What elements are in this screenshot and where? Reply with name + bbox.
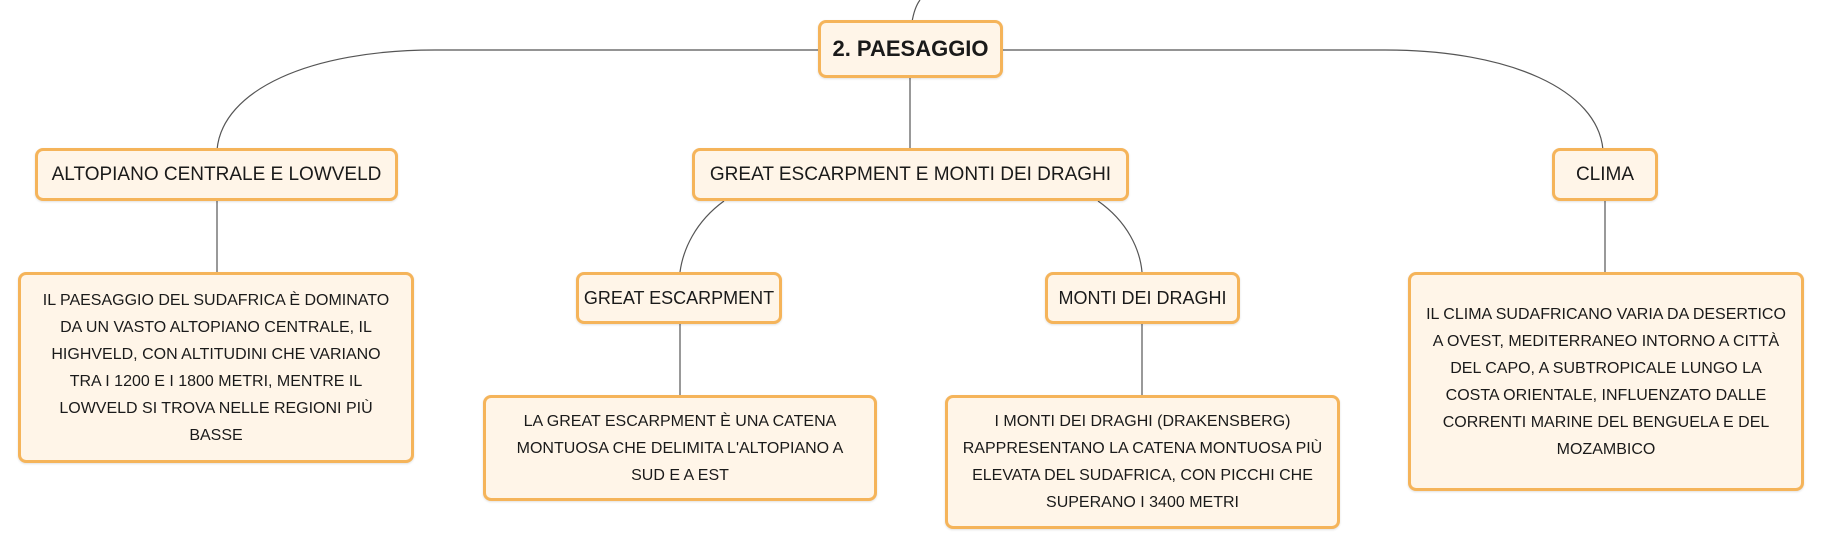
detail-clima-text: IL CLIMA SUDAFRICANO VARIA DA DESERTICO … [1426,301,1786,463]
detail-monti-draghi-text: I MONTI DEI DRAGHI (DRAKENSBERG) RAPPRES… [963,408,1322,516]
detail-line: BASSE [189,426,243,444]
detail-line: I MONTI DEI DRAGHI (DRAKENSBERG) [994,413,1291,430]
detail-line: LOWVELD SI TROVA NELLE REGIONI PIÙ [59,399,373,417]
topic-altopiano[interactable]: ALTOPIANO CENTRALE E LOWVELD [35,148,398,201]
detail-monti-draghi[interactable]: I MONTI DEI DRAGHI (DRAKENSBERG) RAPPRES… [945,395,1340,529]
detail-line: TRA I 1200 E I 1800 METRI, MENTRE IL [69,372,363,390]
topic-escarpment[interactable]: GREAT ESCARPMENT E MONTI DEI DRAGHI [692,148,1129,201]
detail-line: IL PAESAGGIO DEL SUDAFRICA È DOMINATO [42,291,390,309]
detail-altopiano[interactable]: IL PAESAGGIO DEL SUDAFRICA È DOMINATO DA… [18,272,414,463]
connector-escarpment-draghi [1097,200,1143,273]
subtopic-great-escarpment-label: GREAT ESCARPMENT [583,287,775,308]
detail-great-escarpment[interactable]: LA GREAT ESCARPMENT È UNA CATENA MONTUOS… [483,395,877,501]
detail-clima[interactable]: IL CLIMA SUDAFRICANO VARIA DA DESERTICO … [1408,272,1804,491]
topic-clima[interactable]: CLIMA [1552,148,1658,201]
detail-line: COSTA ORIENTALE, INFLUENZATO DALLE [1445,386,1767,404]
detail-line: IL CLIMA SUDAFRICANO VARIA DA DESERTICO [1426,305,1786,323]
connector-root-altopiano [216,49,818,151]
detail-line: DEL CAPO, A SUBTROPICALE LUNGO LA [1450,359,1762,377]
subtopic-monti-draghi-label: MONTI DEI DRAGHI [1058,287,1227,308]
detail-line: SUPERANO I 3400 METRI [1046,494,1239,511]
subtopic-monti-draghi[interactable]: MONTI DEI DRAGHI [1045,272,1240,324]
connector-parent-root [911,0,921,23]
connector-escarpment-great [679,200,725,273]
detail-line: ELEVATA DEL SUDAFRICA, CON PICCHI CHE [972,467,1313,484]
detail-altopiano-text: IL PAESAGGIO DEL SUDAFRICA È DOMINATO DA… [43,287,389,449]
root-title: 2. PAESAGGIO [832,36,989,61]
connector-root-clima [1003,49,1604,151]
subtopic-great-escarpment[interactable]: GREAT ESCARPMENT [576,272,782,324]
detail-line: RAPPRESENTANO LA CATENA MONTUOSA PIÙ [962,440,1323,457]
detail-line: CORRENTI MARINE DEL BENGUELA E DEL [1442,413,1770,431]
topic-clima-label: CLIMA [1575,163,1635,185]
root-node[interactable]: 2. PAESAGGIO [818,20,1003,78]
detail-line: LA GREAT ESCARPMENT È UNA CATENA [523,412,837,430]
detail-great-escarpment-text: LA GREAT ESCARPMENT È UNA CATENA MONTUOS… [517,408,844,489]
topic-altopiano-label: ALTOPIANO CENTRALE E LOWVELD [51,163,382,185]
detail-line: A OVEST, MEDITERRANEO INTORNO A CITTÀ [1432,332,1780,350]
detail-line: SUD E A EST [631,466,729,484]
detail-line: DA UN VASTO ALTOPIANO CENTRALE, IL [60,318,372,336]
topic-escarpment-label: GREAT ESCARPMENT E MONTI DEI DRAGHI [709,163,1112,185]
detail-line: MOZAMBICO [1556,440,1656,458]
detail-line: HIGHVELD, CON ALTITUDINI CHE VARIANO [51,345,381,363]
detail-line: MONTUOSA CHE DELIMITA L'ALTOPIANO A [516,439,844,457]
